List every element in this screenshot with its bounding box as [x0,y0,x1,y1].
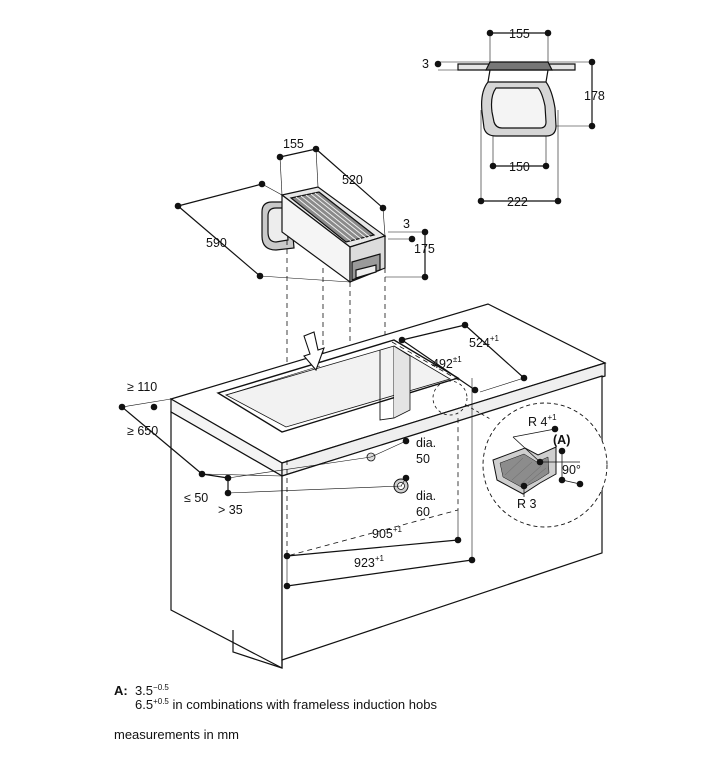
module-height-label: 175 [414,242,435,256]
detail-a-label: (A) [553,433,570,447]
module-view [177,148,426,284]
distance-50-label: ≤ 50 [184,491,208,505]
note-a-line2: 6.5+0.5 in combinations with frameless i… [135,697,437,712]
module-depth-label: 590 [206,236,227,250]
edge-distance-110-label: ≥ 110 [127,380,157,394]
units-note: measurements in mm [114,727,239,742]
cutout-depth-inner-label: 492±1 [432,355,462,371]
width-905-label: 905+1 [372,525,403,541]
depth-650-label: ≥ 650 [127,424,158,438]
module-width-label: 155 [283,137,304,151]
module-thickness-label: 3 [403,217,410,231]
profile-view [438,32,593,202]
profile-width-bottom-label: 222 [507,195,528,209]
angle-90-label: 90° [562,463,581,477]
profile-width-inner-label: 150 [509,160,530,174]
distance-35-label: > 35 [218,503,243,517]
hole-dia60-label-b: 60 [416,505,430,519]
hole-dia60-label-a: dia. [416,489,436,503]
profile-height-label: 178 [584,89,605,103]
width-923-label: 923+1 [354,554,385,570]
profile-thickness-label: 3 [422,57,429,71]
hole-dia50-label-b: 50 [416,452,430,466]
profile-width-top-label: 155 [509,27,530,41]
hole-dia50-label-a: dia. [416,436,436,450]
radius-r3-label: R 3 [517,497,537,511]
module-length-label: 520 [342,173,363,187]
note-a-line1: A: 3.5−0.5 [114,683,169,698]
cutout-depth-outer-label: 524+1 [469,334,500,350]
dimension-dots [118,29,596,590]
radius-r4-label: R 4+1 [528,413,557,429]
